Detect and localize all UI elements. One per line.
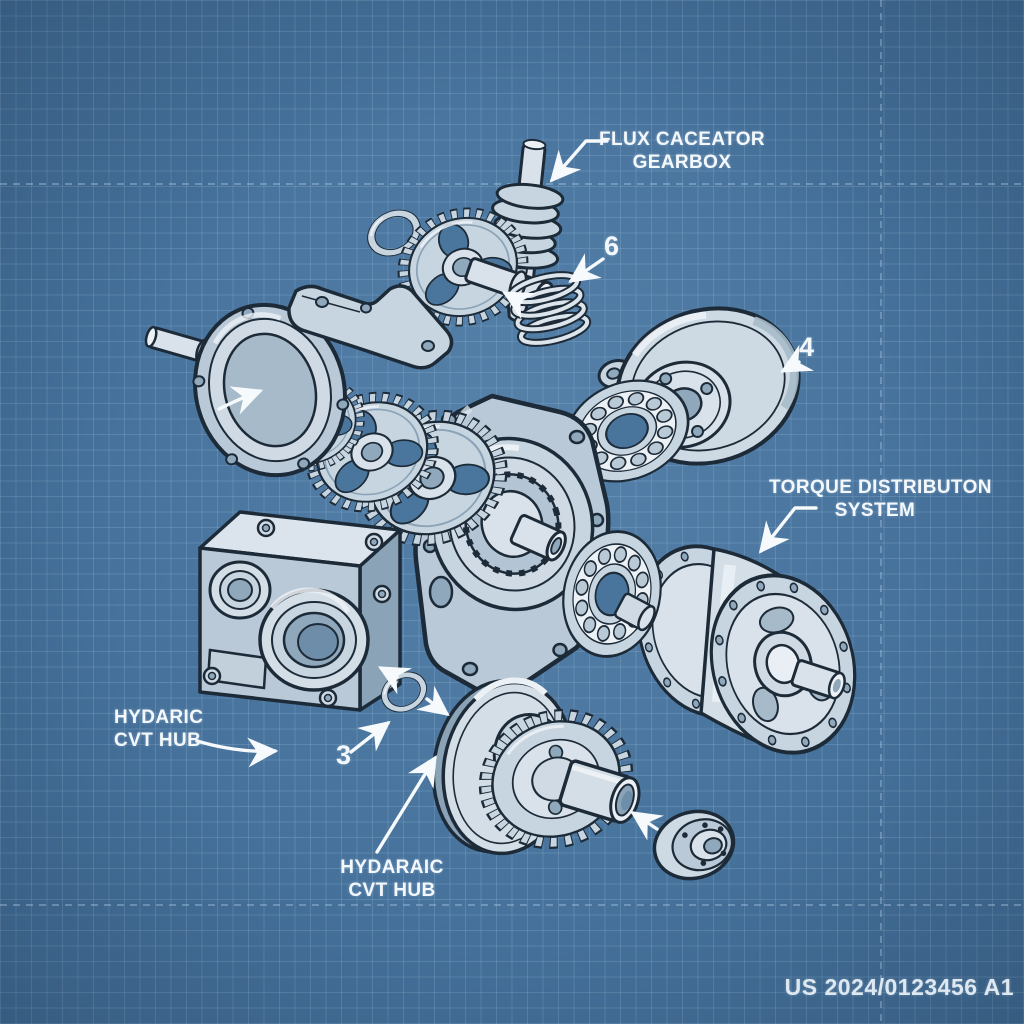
label-flux-caceator-gearbox: FLUX CACEATOR GEARBOX [592, 128, 772, 174]
output-gear-shaft [431, 677, 645, 864]
leader-flux-gearbox [549, 139, 609, 183]
arrow-flange-face [217, 386, 264, 415]
arrow-callout-6 [568, 253, 605, 283]
label-cvt-hub-bottom: HYDARAIC CVT HUB [318, 856, 466, 902]
label-line: SYSTEM [834, 500, 916, 521]
label-line: CVT HUB [114, 730, 202, 751]
mounting-bracket [287, 284, 454, 370]
cvt-housing-block [198, 510, 402, 712]
label-line: TORQUE DISTRIBUTON [769, 477, 992, 498]
callout-number-6: 6 [604, 231, 620, 261]
leader-cvt-hub-bottom [375, 755, 437, 854]
arrow-gear-disc [416, 685, 450, 717]
annotation-arrows [195, 139, 818, 854]
label-line: GEARBOX [632, 152, 732, 173]
patent-number: US 2024/0123456 A1 [784, 974, 1014, 1000]
arrow-gear-shaft [502, 291, 537, 320]
torque-drum [616, 528, 878, 772]
label-line: HYDARIC [114, 707, 204, 728]
label-torque-distribution-system: TORQUE DISTRIBUTON SYSTEM [769, 476, 992, 522]
arrow-callout-3 [349, 720, 391, 754]
label-cvt-hub-left: HYDARIC CVT HUB [114, 706, 203, 752]
callout-number-3: 3 [336, 740, 352, 770]
hub-coupler [652, 809, 736, 881]
label-line: FLUX CACEATOR [599, 129, 765, 150]
arrow-output-shaft [630, 811, 664, 841]
label-line: HYDARAIC [340, 857, 444, 878]
arrow-cvt-hub-left [195, 737, 279, 768]
arrow-seal-ring [378, 666, 413, 695]
callout-number-4: 4 [799, 332, 815, 362]
end-flange [144, 302, 350, 478]
arrow-callout-4 [780, 344, 815, 373]
ball-bearing-mid [552, 522, 672, 665]
leader-torque-system [758, 506, 818, 554]
label-line: CVT HUB [348, 880, 436, 901]
